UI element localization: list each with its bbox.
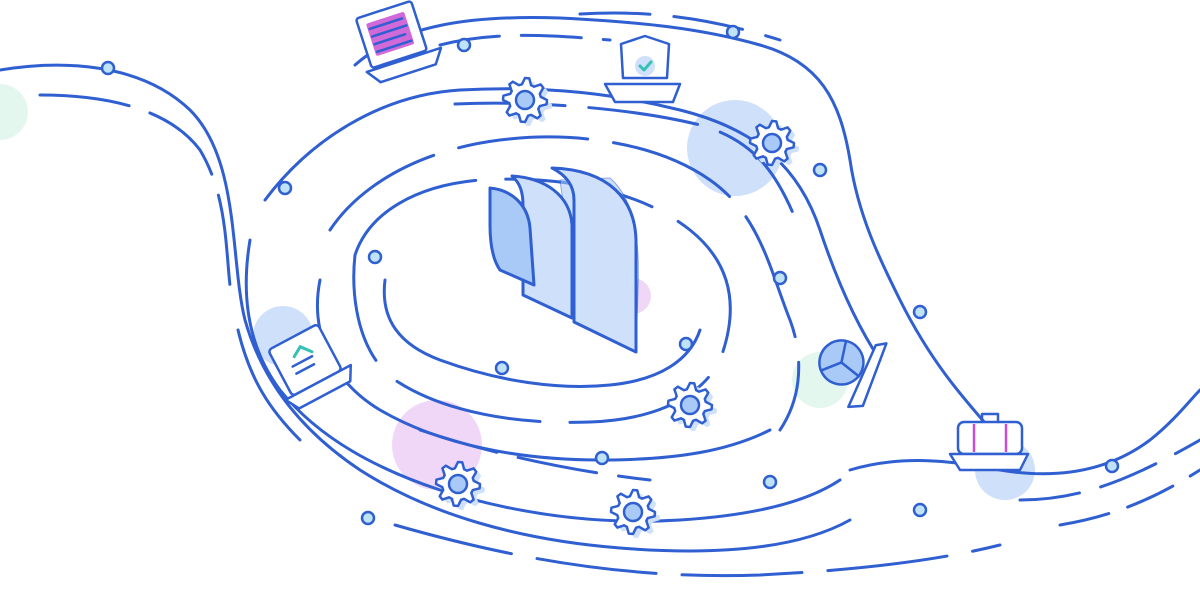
path-line xyxy=(578,11,782,42)
path-node xyxy=(100,60,116,76)
gear-hub xyxy=(679,394,701,416)
boat-hull xyxy=(284,363,353,410)
document-boat-icon xyxy=(355,0,443,84)
boat-hull xyxy=(365,46,443,84)
path-line xyxy=(328,135,801,432)
pie-chart-boat-icon xyxy=(818,339,888,409)
path-node xyxy=(494,360,510,376)
path-node xyxy=(594,450,610,466)
gear-hub xyxy=(447,473,469,495)
path-node xyxy=(367,249,383,265)
path-node xyxy=(812,162,828,178)
gear-icon xyxy=(501,76,552,126)
path-node xyxy=(277,180,293,196)
folder-chart-line xyxy=(292,344,314,359)
path-line xyxy=(38,93,234,302)
boat-hull xyxy=(603,82,682,104)
path-node xyxy=(1104,458,1120,474)
gear-icon xyxy=(748,119,799,169)
document-text-lines xyxy=(368,17,413,54)
briefcase-body xyxy=(956,420,1024,456)
path-line xyxy=(393,523,1002,578)
path-node xyxy=(772,270,788,286)
path-line xyxy=(1018,438,1200,502)
gear-hub xyxy=(622,501,644,523)
folder-text-lines xyxy=(291,354,316,375)
boat-hull xyxy=(948,452,1030,472)
path-nodes xyxy=(100,24,1120,526)
background-blob xyxy=(0,84,28,140)
path-node xyxy=(456,37,472,53)
logo-back-panel xyxy=(550,166,638,354)
path-node xyxy=(360,510,376,526)
central-logo-icon xyxy=(488,166,639,354)
gear-hub xyxy=(514,89,536,111)
path-node xyxy=(912,304,928,320)
path-line xyxy=(848,388,1200,476)
path-line xyxy=(0,63,852,553)
pie-slices xyxy=(820,339,861,378)
path-node xyxy=(678,336,694,352)
briefcase-handle xyxy=(980,412,1000,424)
gears xyxy=(434,76,799,538)
background-blobs xyxy=(0,84,1035,500)
briefcase-straps xyxy=(972,424,1008,452)
gear-icon xyxy=(609,488,660,538)
shield-check-boat-icon xyxy=(603,34,682,104)
check-badge xyxy=(635,56,655,76)
path-line xyxy=(236,328,302,442)
gear-hub xyxy=(761,132,783,154)
check-mark xyxy=(638,60,653,72)
path-line xyxy=(263,87,882,362)
path-line xyxy=(382,278,702,388)
gear-icon xyxy=(666,381,717,431)
path-line xyxy=(353,16,1002,442)
logo-front-panel xyxy=(488,186,536,287)
path-node xyxy=(725,24,741,40)
path-node xyxy=(762,474,778,490)
path-line xyxy=(1058,468,1200,527)
boat-hull xyxy=(847,342,888,409)
path-node xyxy=(912,502,928,518)
path-line xyxy=(418,428,652,482)
briefcase-boat-icon xyxy=(948,412,1030,472)
gear-icon xyxy=(434,460,485,510)
path-line xyxy=(244,238,842,523)
folder-chart-boat-icon xyxy=(268,324,353,410)
